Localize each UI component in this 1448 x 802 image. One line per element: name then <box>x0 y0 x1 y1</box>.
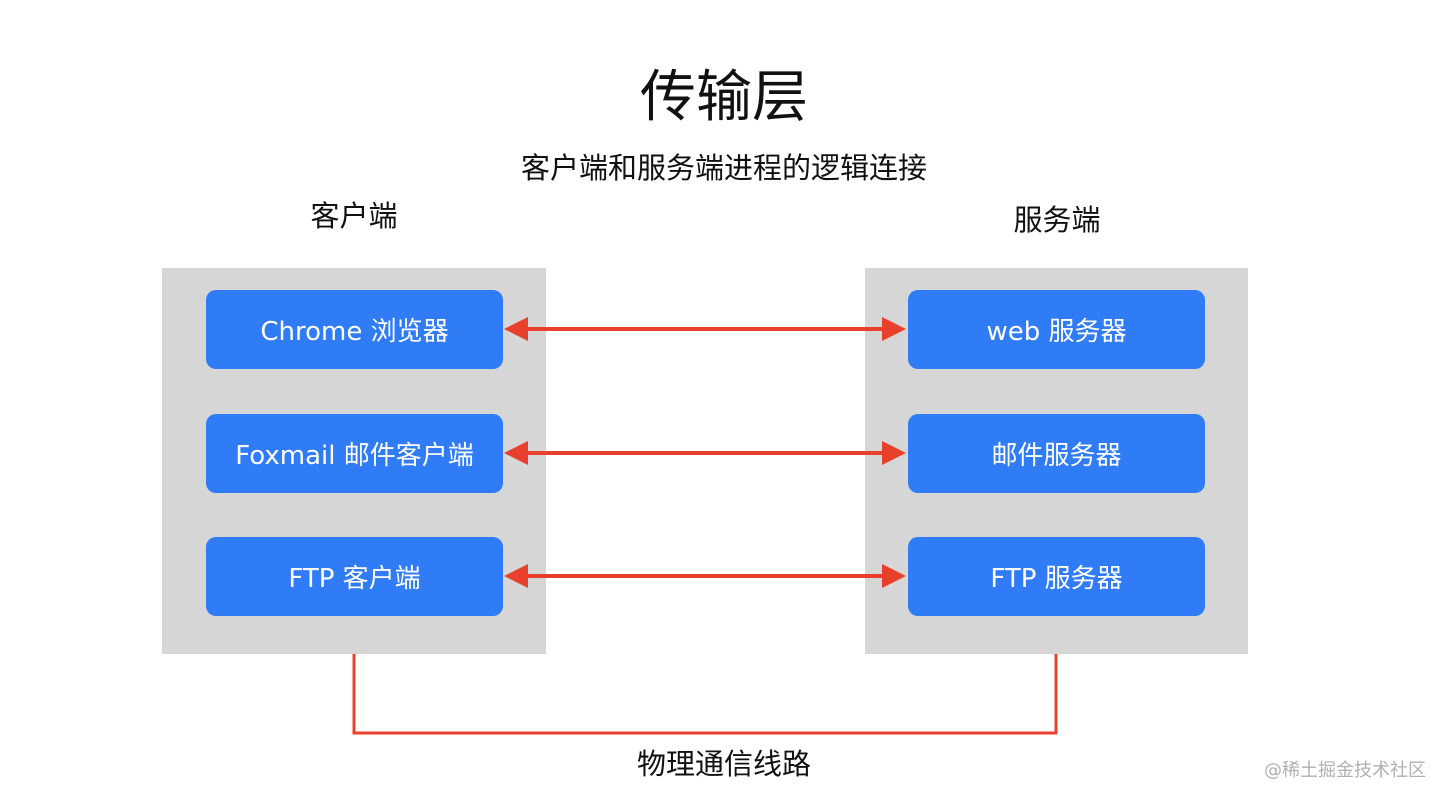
arrow-foxmail-mail <box>504 441 906 465</box>
diagram-title: 传输层 <box>640 65 808 130</box>
client-label: 客户端 <box>310 199 398 233</box>
watermark: @稀土掘金技术社区 <box>1264 760 1426 781</box>
arrow-ftp-ftp <box>504 564 906 588</box>
client-node-foxmail: Foxmail 邮件客户端 <box>206 414 503 493</box>
server-node-web: web 服务器 <box>908 290 1205 369</box>
physical-link-line <box>352 654 1058 735</box>
server-node-mail: 邮件服务器 <box>908 414 1205 493</box>
client-node-ftp: FTP 客户端 <box>206 537 503 616</box>
diagram-subtitle: 客户端和服务端进程的逻辑连接 <box>520 151 927 185</box>
server-node-ftp: FTP 服务器 <box>908 537 1205 616</box>
server-label: 服务端 <box>1013 203 1101 237</box>
client-node-chrome: Chrome 浏览器 <box>206 290 503 369</box>
arrow-chrome-web <box>504 317 906 341</box>
physical-link-label: 物理通信线路 <box>636 747 811 781</box>
